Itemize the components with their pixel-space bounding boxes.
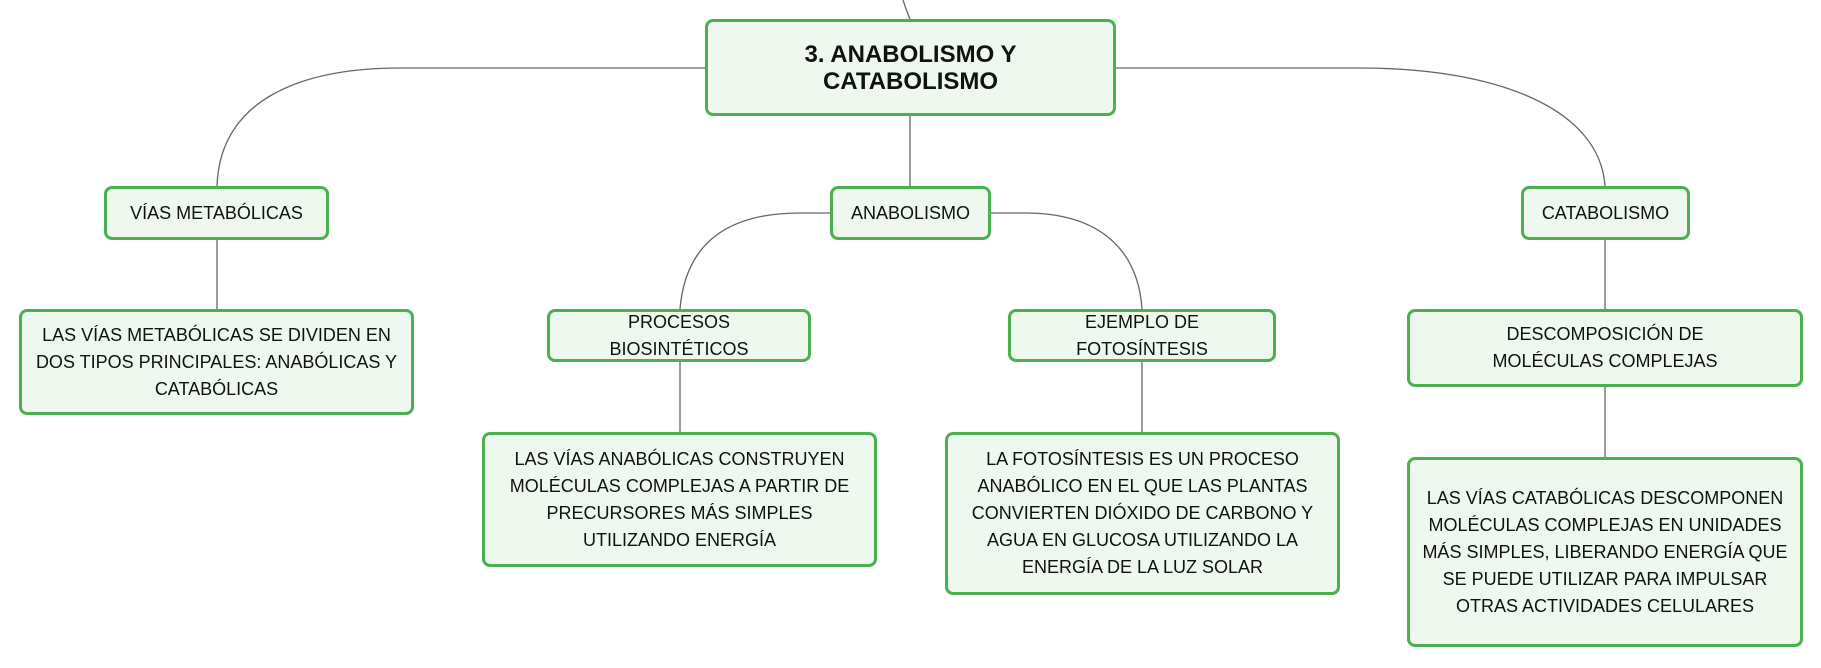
vias-metabolicas-label: VÍAS METABÓLICAS [130,202,303,223]
connector-root-vias [216,67,705,187]
anabolismo-label: ANABOLISMO [850,202,971,223]
descomposicion-label: DESCOMPOSICIÓN DE MOLÉCULAS COMPLEJAS [1492,324,1718,371]
procesos-biosinteticos-node[interactable]: PROCESOS BIOSINTÉTICOS [547,309,811,362]
descomposicion-node[interactable]: DESCOMPOSICIÓN DE MOLÉCULAS COMPLEJAS [1407,309,1803,387]
root-node[interactable]: 3. ANABOLISMO Y CATABOLISMO [705,19,1116,116]
connector-anabolismo-procesos [679,212,830,310]
descomposicion-desc: LAS VÍAS CATABÓLICAS DESCOMPONEN MOLÉCUL… [1422,487,1788,616]
ejemplo-fotosintesis-node[interactable]: EJEMPLO DE FOTOSÍNTESIS [1008,309,1276,362]
descomposicion-desc-node[interactable]: LAS VÍAS CATABÓLICAS DESCOMPONEN MOLÉCUL… [1407,457,1803,647]
root-label: 3. ANABOLISMO Y CATABOLISMO [804,40,1017,95]
ejemplo-fotosintesis-label: EJEMPLO DE FOTOSÍNTESIS [1076,311,1208,359]
connector-root-catabolismo [1116,67,1606,187]
procesos-biosinteticos-label: PROCESOS BIOSINTÉTICOS [609,311,749,359]
procesos-biosinteticos-desc-node[interactable]: LAS VÍAS ANABÓLICAS CONSTRUYEN MOLÉCULAS… [482,432,877,567]
ejemplo-fotosintesis-desc-node[interactable]: LA FOTOSÍNTESIS ES UN PROCESO ANABÓLICO … [945,432,1340,595]
procesos-biosinteticos-desc: LAS VÍAS ANABÓLICAS CONSTRUYEN MOLÉCULAS… [509,448,850,550]
connector-anabolismo-ejemplo [991,212,1143,310]
catabolismo-node[interactable]: CATABOLISMO [1521,186,1690,240]
vias-metabolicas-desc: LAS VÍAS METABÓLICAS SE DIVIDEN EN DOS T… [35,324,398,399]
anabolismo-node[interactable]: ANABOLISMO [830,186,991,240]
vias-metabolicas-node[interactable]: VÍAS METABÓLICAS [104,186,329,240]
catabolismo-label: CATABOLISMO [1541,202,1670,223]
vias-metabolicas-desc-node[interactable]: LAS VÍAS METABÓLICAS SE DIVIDEN EN DOS T… [19,309,414,415]
ejemplo-fotosintesis-desc: LA FOTOSÍNTESIS ES UN PROCESO ANABÓLICO … [971,449,1314,577]
connector-top-stub [902,0,911,20]
